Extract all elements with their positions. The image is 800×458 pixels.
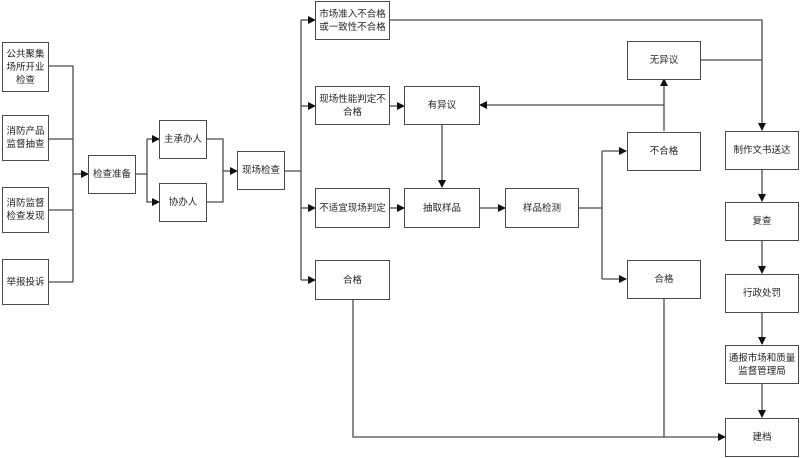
node-unsuitable-onsite[interactable]: 不适宜现场判定 — [315, 188, 390, 228]
node-sampling[interactable]: 抽取样品 — [404, 188, 480, 228]
edge-pass-onsite-archive — [352, 299, 726, 441]
node-product-spot-check[interactable]: 消防产品监督抽查 — [2, 115, 49, 161]
node-supervision-finding[interactable]: 消防监督检查发现 — [2, 187, 49, 233]
node-onsite-performance-fail[interactable]: 现场性能判定不合格 — [315, 86, 390, 125]
node-public-venue-inspection[interactable]: 公共聚集场所开业检查 — [2, 42, 49, 92]
node-archive[interactable]: 建档 — [725, 418, 799, 457]
edge-main-merge — [207, 138, 224, 203]
edge-prepare-split — [135, 139, 148, 175]
edge-to-assist-officer — [146, 174, 160, 206]
node-sample-testing[interactable]: 样品检测 — [505, 188, 579, 228]
node-main-officer[interactable]: 主承办人 — [159, 120, 207, 159]
node-notify-market-bureau[interactable]: 通报市场和质量监督管理局 — [725, 345, 799, 384]
node-issue-documents[interactable]: 制作文书送达 — [725, 131, 799, 170]
node-objection[interactable]: 有异议 — [404, 86, 480, 125]
node-complaint-report[interactable]: 举报投诉 — [2, 259, 49, 305]
node-market-access-fail[interactable]: 市场准入不合格或一致性不合格 — [315, 1, 390, 40]
node-administrative-penalty[interactable]: 行政处罚 — [725, 274, 799, 313]
edge-public-bus — [49, 65, 74, 282]
node-test-pass[interactable]: 合格 — [627, 260, 701, 299]
node-no-objection[interactable]: 无异议 — [627, 41, 701, 80]
node-onsite-inspection[interactable]: 现场检查 — [237, 151, 285, 190]
node-test-fail[interactable]: 不合格 — [627, 132, 701, 171]
node-inspection-prep[interactable]: 检查准备 — [88, 155, 136, 194]
node-assist-officer[interactable]: 协办人 — [159, 183, 207, 222]
node-recheck[interactable]: 复查 — [725, 202, 799, 241]
node-onsite-pass[interactable]: 合格 — [315, 260, 390, 300]
edge-market-document — [390, 19, 766, 131]
